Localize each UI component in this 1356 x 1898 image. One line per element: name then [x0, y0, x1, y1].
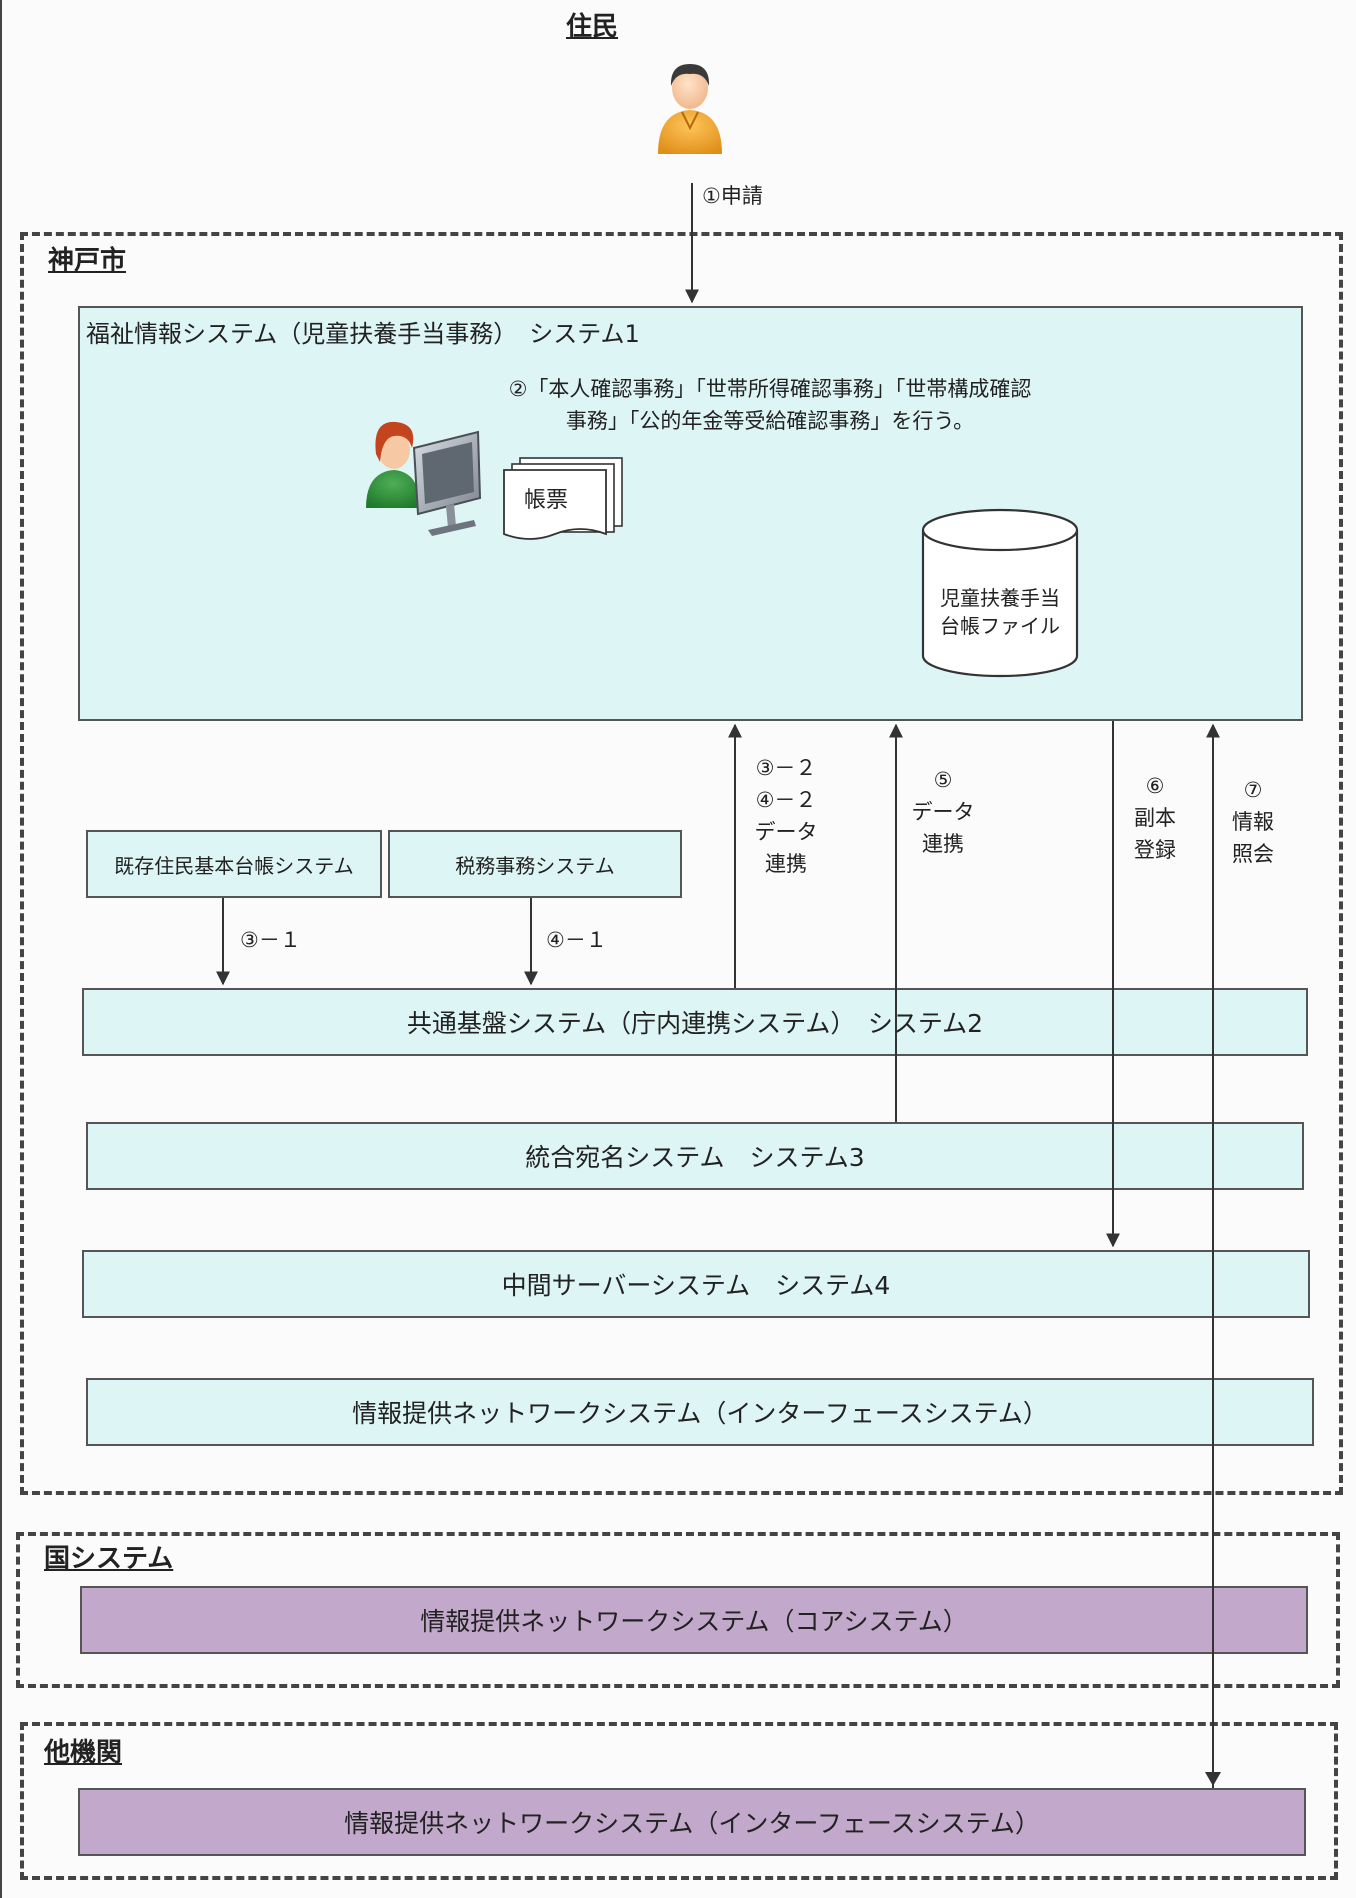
page-left-border: [0, 0, 2, 1898]
other-agency-zone: [20, 1722, 1338, 1880]
document-stack-icon: [503, 457, 623, 540]
step5-line1: ⑤: [933, 768, 953, 792]
kobe-city-zone: [20, 232, 1343, 1495]
step3-2-line4: 連携: [765, 852, 807, 876]
step6-line2: 副本: [1134, 806, 1176, 830]
step6-line1: ⑥: [1145, 774, 1165, 798]
info-network-interface-other: 情報提供ネットワークシステム（インターフェースシステム）: [78, 1788, 1306, 1856]
database-label-line2: 台帳ファイル: [940, 614, 1060, 638]
step3-2-line3: データ: [754, 820, 818, 844]
common-platform-system: 共通基盤システム（庁内連携システム） システム2: [82, 988, 1308, 1056]
integrated-address-system: 統合宛名システム システム3: [86, 1122, 1304, 1190]
kobe-city-heading: 神戸市: [48, 246, 127, 276]
middle-server-system: 中間サーバーシステム システム4: [82, 1250, 1310, 1318]
step6-line3: 登録: [1134, 838, 1176, 862]
database-label: 児童扶養手当 台帳ファイル: [920, 584, 1080, 640]
info-network-core-system: 情報提供ネットワークシステム（コアシステム）: [80, 1586, 1308, 1654]
database-cylinder-icon: [921, 508, 1079, 678]
step3-2-label: ③－２ ④－２ データ 連携: [745, 752, 827, 880]
welfare-system-box: [78, 306, 1303, 721]
database-label-line1: 児童扶養手当: [940, 586, 1060, 610]
document-label: 帳票: [524, 488, 569, 513]
step7-line2: 情報: [1232, 810, 1274, 834]
resident-heading: 住民: [566, 12, 619, 42]
other-agency-heading: 他機関: [44, 1738, 123, 1768]
step7-line3: 照会: [1232, 842, 1274, 866]
computer-monitor-icon: [412, 430, 482, 536]
step2-note-line1: ②「本人確認事務」「世帯所得確認事務」「世帯構成確認: [508, 377, 1032, 401]
step3-1-label: ③－１: [240, 928, 301, 952]
step7-line1: ⑦: [1243, 778, 1263, 802]
step1-label: ①申請: [702, 184, 763, 208]
step5-label: ⑤ データ 連携: [902, 764, 984, 860]
resident-person-icon: [658, 64, 722, 154]
step5-line3: 連携: [922, 832, 964, 856]
step5-line2: データ: [911, 800, 975, 824]
national-system-heading: 国システム: [44, 1544, 174, 1574]
clerk-at-computer: [366, 421, 482, 536]
step7-label: ⑦ 情報 照会: [1212, 774, 1294, 870]
resident-registry-system: 既存住民基本台帳システム: [86, 830, 382, 898]
welfare-system-title: 福祉情報システム（児童扶養手当事務） システム1: [86, 320, 640, 348]
step6-label: ⑥ 副本 登録: [1114, 770, 1196, 866]
step4-1-label: ④－１: [546, 928, 607, 952]
tax-system: 税務事務システム: [388, 830, 682, 898]
step3-2-line1: ③－２: [755, 756, 817, 780]
step3-2-line2: ④－２: [755, 788, 817, 812]
clerk-person-icon: [366, 421, 420, 508]
step2-note-line2: 事務」「公的年金等受給確認事務」を行う。: [565, 409, 975, 433]
national-system-zone: [16, 1532, 1340, 1688]
info-network-interface-kobe: 情報提供ネットワークシステム（インターフェースシステム）: [86, 1378, 1314, 1446]
